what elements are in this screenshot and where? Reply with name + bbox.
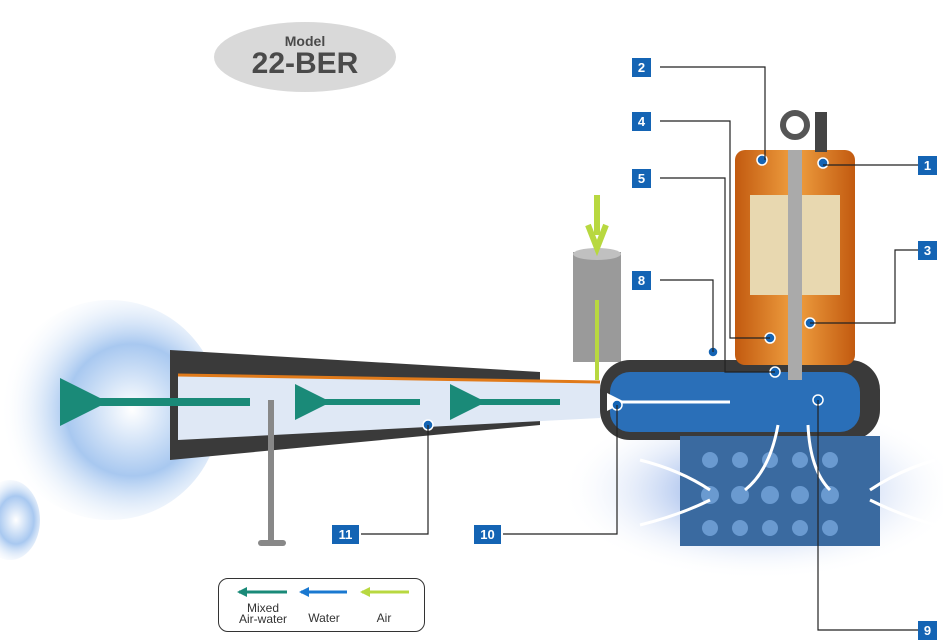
mixing-chamber	[178, 375, 600, 440]
lifting-eye	[780, 110, 810, 140]
volute-interior	[610, 372, 860, 432]
strainer-holes	[701, 452, 839, 536]
intake-arrows	[639, 424, 936, 527]
air-arrow-head-icon	[360, 587, 370, 597]
mixed-arrow-head-icon	[237, 587, 247, 597]
model-badge: Model 22-BER	[214, 22, 396, 92]
legend-mixed: Mixed Air-water	[237, 601, 289, 626]
callout-4: 4	[632, 112, 651, 131]
callout-8: 8	[632, 271, 651, 290]
legend-arrows	[237, 587, 409, 597]
callout-1: 1	[918, 156, 937, 175]
support-stand	[268, 400, 274, 540]
legend-air: Air	[376, 611, 392, 625]
leader-lines	[361, 66, 918, 631]
legend-water: Water	[308, 611, 340, 625]
pipe-lining	[177, 373, 601, 384]
callout-5: 5	[632, 169, 651, 188]
motor-shaft	[788, 150, 802, 380]
stand-foot	[258, 540, 286, 546]
legend-mixed-line1: Mixed	[246, 601, 279, 615]
callout-3: 3	[918, 241, 937, 260]
callout-2: 2	[632, 58, 651, 77]
air-arrow	[585, 195, 609, 257]
callout-10: 10	[474, 525, 501, 544]
flow-legend: Mixed Air-water Water Air	[218, 578, 425, 632]
air-water-spray	[0, 300, 220, 520]
callout-11: 11	[332, 525, 359, 544]
model-name: 22-BER	[251, 47, 359, 80]
model-label: Model	[284, 33, 326, 49]
water-arrow-head-icon	[299, 587, 309, 597]
legend-mixed-line2: Air-water	[238, 612, 287, 626]
cable-entry	[815, 112, 827, 152]
callout-9: 9	[918, 621, 937, 640]
spray-fragment	[0, 480, 40, 560]
